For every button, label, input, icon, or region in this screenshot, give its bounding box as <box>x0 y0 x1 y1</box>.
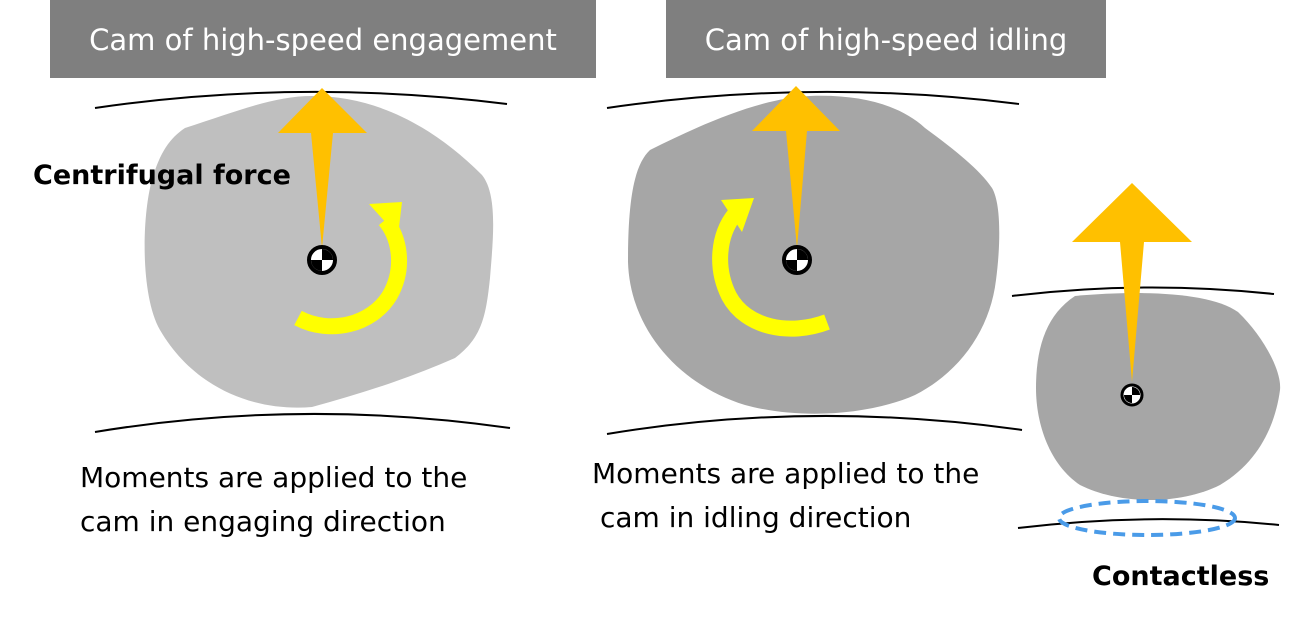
panel-engagement <box>94 88 511 433</box>
label-centrifugal-force-text: Centrifugal force <box>33 160 291 191</box>
label-contactless-text: Contactless <box>1092 561 1270 592</box>
contactless-gap-ring <box>1057 499 1237 537</box>
cam-body-idling <box>628 95 1000 414</box>
outer-race-arc-top-middle <box>606 90 1020 109</box>
centrifugal-force-arrow-middle <box>752 86 840 248</box>
center-of-mass-icon-right <box>1120 383 1144 407</box>
moment-arrow-idling <box>712 208 830 337</box>
inner-race-arc-bottom-right <box>1017 518 1280 529</box>
description-idling-line2: cam in idling direction <box>600 501 912 534</box>
outer-race-arc-top-left <box>94 90 508 109</box>
label-contactless: Contactless <box>1092 561 1269 592</box>
header-high-speed-engagement: Cam of high-speed engagement <box>50 0 596 78</box>
label-centrifugal-force: Centrifugal force <box>33 160 291 191</box>
inner-race-arc-bottom-left <box>94 412 511 433</box>
center-of-mass-icon-left <box>307 245 337 275</box>
moment-arrow-engaging <box>294 214 408 335</box>
moment-arrowhead-engaging <box>369 202 402 236</box>
description-engaging-line2: cam in engaging direction <box>80 505 446 538</box>
panel-idling <box>606 86 1023 435</box>
header-title-idling: Cam of high-speed idling <box>704 23 1068 57</box>
description-idling: Moments are applied to the cam in idling… <box>592 452 1032 540</box>
moment-arrowhead-idling <box>721 198 754 232</box>
description-engaging-line1: Moments are applied to the <box>80 461 468 494</box>
header-high-speed-idling: Cam of high-speed idling <box>666 0 1106 78</box>
description-engaging: Moments are applied to the cam in engagi… <box>80 456 520 544</box>
description-idling-line1: Moments are applied to the <box>592 457 980 490</box>
cam-body-contactless <box>1036 293 1281 500</box>
center-of-mass-icon-middle <box>782 245 812 275</box>
inner-race-arc-bottom-middle <box>606 414 1023 435</box>
outer-race-arc-top-right <box>1011 286 1275 297</box>
centrifugal-force-arrow-right <box>1072 183 1192 382</box>
header-title-engagement: Cam of high-speed engagement <box>89 23 557 57</box>
centrifugal-force-arrow-left <box>278 88 367 248</box>
panel-contactless <box>1011 183 1281 537</box>
